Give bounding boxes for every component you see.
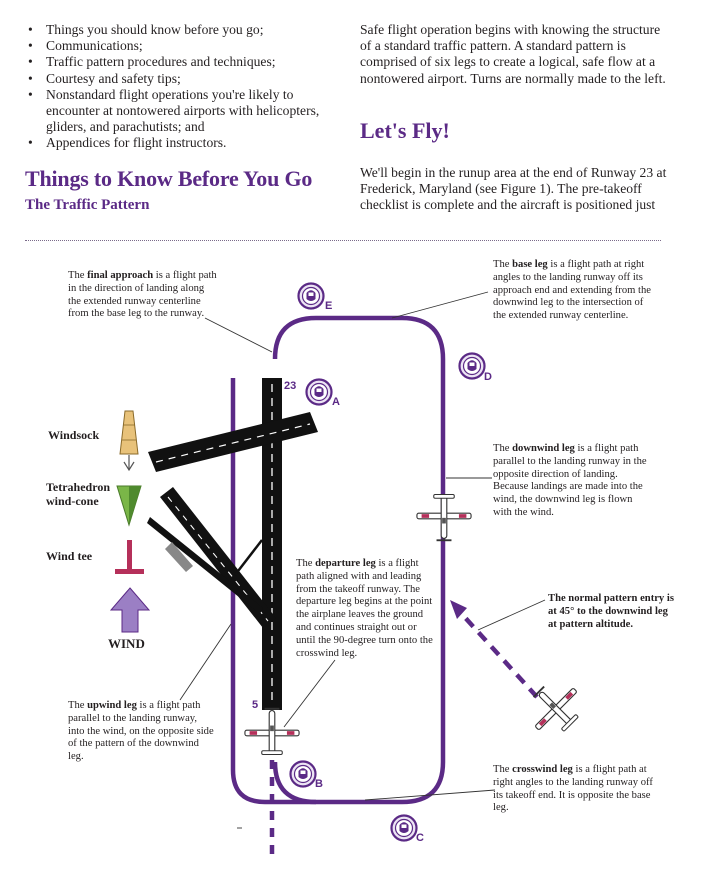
list-item: Courtesy and safety tips; (28, 71, 328, 87)
entry-arrowhead (450, 600, 467, 619)
wind-label: WIND (108, 636, 145, 651)
wind-tee-icon (115, 540, 144, 574)
list-item: Communications; (28, 38, 328, 54)
leader-lines (179, 291, 546, 801)
diagonal-taxiway (147, 517, 263, 614)
upwind-to-crosswind-turn (230, 769, 316, 805)
position-b-icon (289, 760, 317, 788)
runway-shoulder (165, 542, 193, 572)
section-heading: Things to Know Before You Go (25, 166, 313, 191)
airplane-downwind-icon (416, 493, 472, 542)
subsection-heading: The Traffic Pattern (25, 197, 150, 213)
position-a-icon (305, 378, 333, 406)
list-item: Nonstandard flight operations you're lik… (28, 87, 328, 136)
lets-fly-heading: Let's Fly! (360, 118, 450, 143)
callout-departure-leg: The departure leg is a flight path align… (296, 558, 433, 659)
tetrahedron-icon (116, 485, 142, 527)
divider (25, 240, 661, 241)
position-letter-c: C (416, 832, 424, 844)
position-letter-d: D (484, 371, 492, 383)
windsock-label: Windsock (48, 428, 100, 442)
airplane-departure-icon (244, 707, 300, 756)
callout-upwind-leg: The upwind leg is a flight path parallel… (68, 700, 214, 763)
tetrahedron-label: Tetrahedron wind-cone (46, 480, 111, 508)
crossing-runway (148, 412, 318, 472)
intro-paragraph: Safe flight operation begins with knowin… (360, 22, 666, 86)
runway-number-5: 5 (252, 699, 258, 711)
runway-number-23: 23 (284, 380, 296, 392)
position-d-icon (458, 352, 486, 380)
windsock-icon (119, 410, 139, 472)
list-item: Traffic pattern procedures and technique… (28, 54, 328, 70)
position-letter-b: B (315, 778, 323, 790)
callout-base-leg: The base leg is a flight path at right a… (493, 259, 651, 322)
callout-final-approach: The final approach is a flight path in t… (68, 270, 217, 320)
wind-tee-label: Wind tee (46, 549, 93, 563)
wind-arrow-icon (109, 587, 151, 633)
callout-pattern-entry: The normal pattern entry is at 45° to th… (548, 593, 674, 630)
bullet-list: Things you should know before you go; Co… (28, 22, 328, 152)
runway-5-23 (262, 378, 282, 710)
position-e-icon (297, 282, 325, 310)
position-letter-e: E (325, 300, 332, 312)
callout-crosswind-leg: The crosswind leg is a flight path at ri… (493, 764, 653, 814)
taxiway-connector (234, 539, 263, 576)
traffic-pattern-path (272, 315, 446, 805)
pattern-entry-path (458, 610, 539, 699)
airplane-entry-icon (518, 671, 591, 744)
callout-downwind-leg: The downwind leg is a flight path parall… (493, 443, 647, 518)
lets-fly-paragraph: We'll begin in the runup area at the end… (360, 165, 667, 213)
position-letter-a: A (332, 396, 340, 408)
list-item: Appendices for flight instructors. (28, 135, 328, 151)
position-c-icon (390, 814, 418, 842)
list-item: Things you should know before you go; (28, 22, 328, 38)
